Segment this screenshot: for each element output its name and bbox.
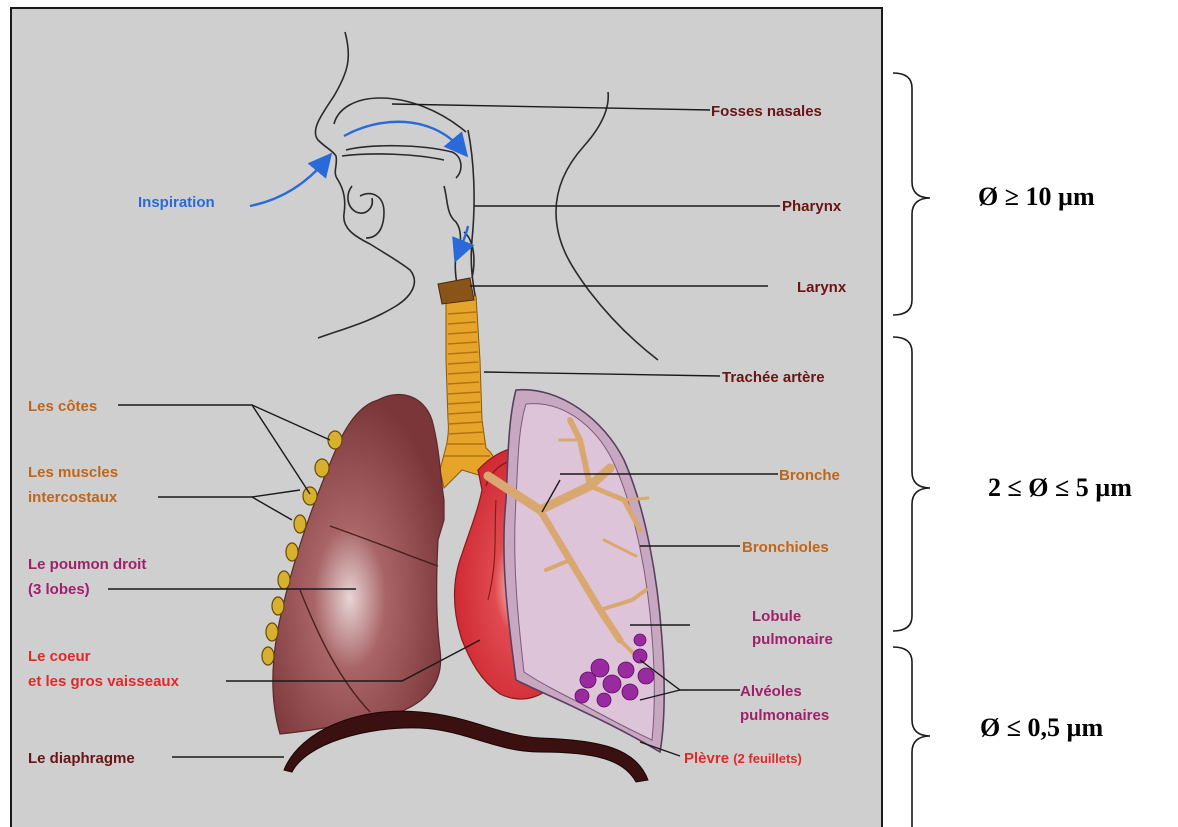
label-plevre-name: Plèvre bbox=[684, 750, 729, 767]
label-poumon-1: Le poumon droit bbox=[28, 556, 146, 573]
label-fosses-nasales: Fosses nasales bbox=[711, 103, 822, 120]
label-coeur-2: et les gros vaisseaux bbox=[28, 673, 180, 690]
trachea bbox=[438, 278, 495, 488]
label-trachee: Trachée artère bbox=[722, 369, 825, 386]
label-plevre-note: (2 feuillets) bbox=[733, 751, 802, 766]
airflow-arrows bbox=[250, 122, 468, 254]
label-alveoles-2: pulmonaires bbox=[740, 707, 829, 724]
label-muscles-1: Les muscles bbox=[28, 464, 118, 481]
head-outline bbox=[315, 32, 658, 360]
label-lobule-2: pulmonaire bbox=[752, 631, 833, 648]
size-lower: Ø ≤ 0,5 µm bbox=[980, 713, 1103, 742]
size-middle: 2 ≤ Ø ≤ 5 µm bbox=[988, 473, 1132, 502]
label-muscles-2: intercostaux bbox=[28, 489, 118, 506]
label-lobule-1: Lobule bbox=[752, 608, 801, 625]
label-diaphragme: Le diaphragme bbox=[28, 750, 135, 767]
label-pharynx: Pharynx bbox=[782, 198, 842, 215]
label-larynx: Larynx bbox=[797, 279, 847, 296]
label-alveoles-1: Alvéoles bbox=[740, 683, 802, 700]
right-lung bbox=[273, 394, 444, 734]
label-poumon-2: (3 lobes) bbox=[28, 581, 90, 598]
label-bronche: Bronche bbox=[779, 467, 840, 484]
label-inspiration: Inspiration bbox=[138, 194, 215, 211]
label-bronchioles: Bronchioles bbox=[742, 539, 829, 556]
label-plevre: Plèvre (2 feuillets) bbox=[684, 750, 802, 767]
label-cotes: Les côtes bbox=[28, 398, 97, 415]
size-upper: Ø ≥ 10 µm bbox=[978, 182, 1095, 211]
size-braces bbox=[893, 73, 930, 827]
label-coeur-1: Le coeur bbox=[28, 648, 91, 665]
